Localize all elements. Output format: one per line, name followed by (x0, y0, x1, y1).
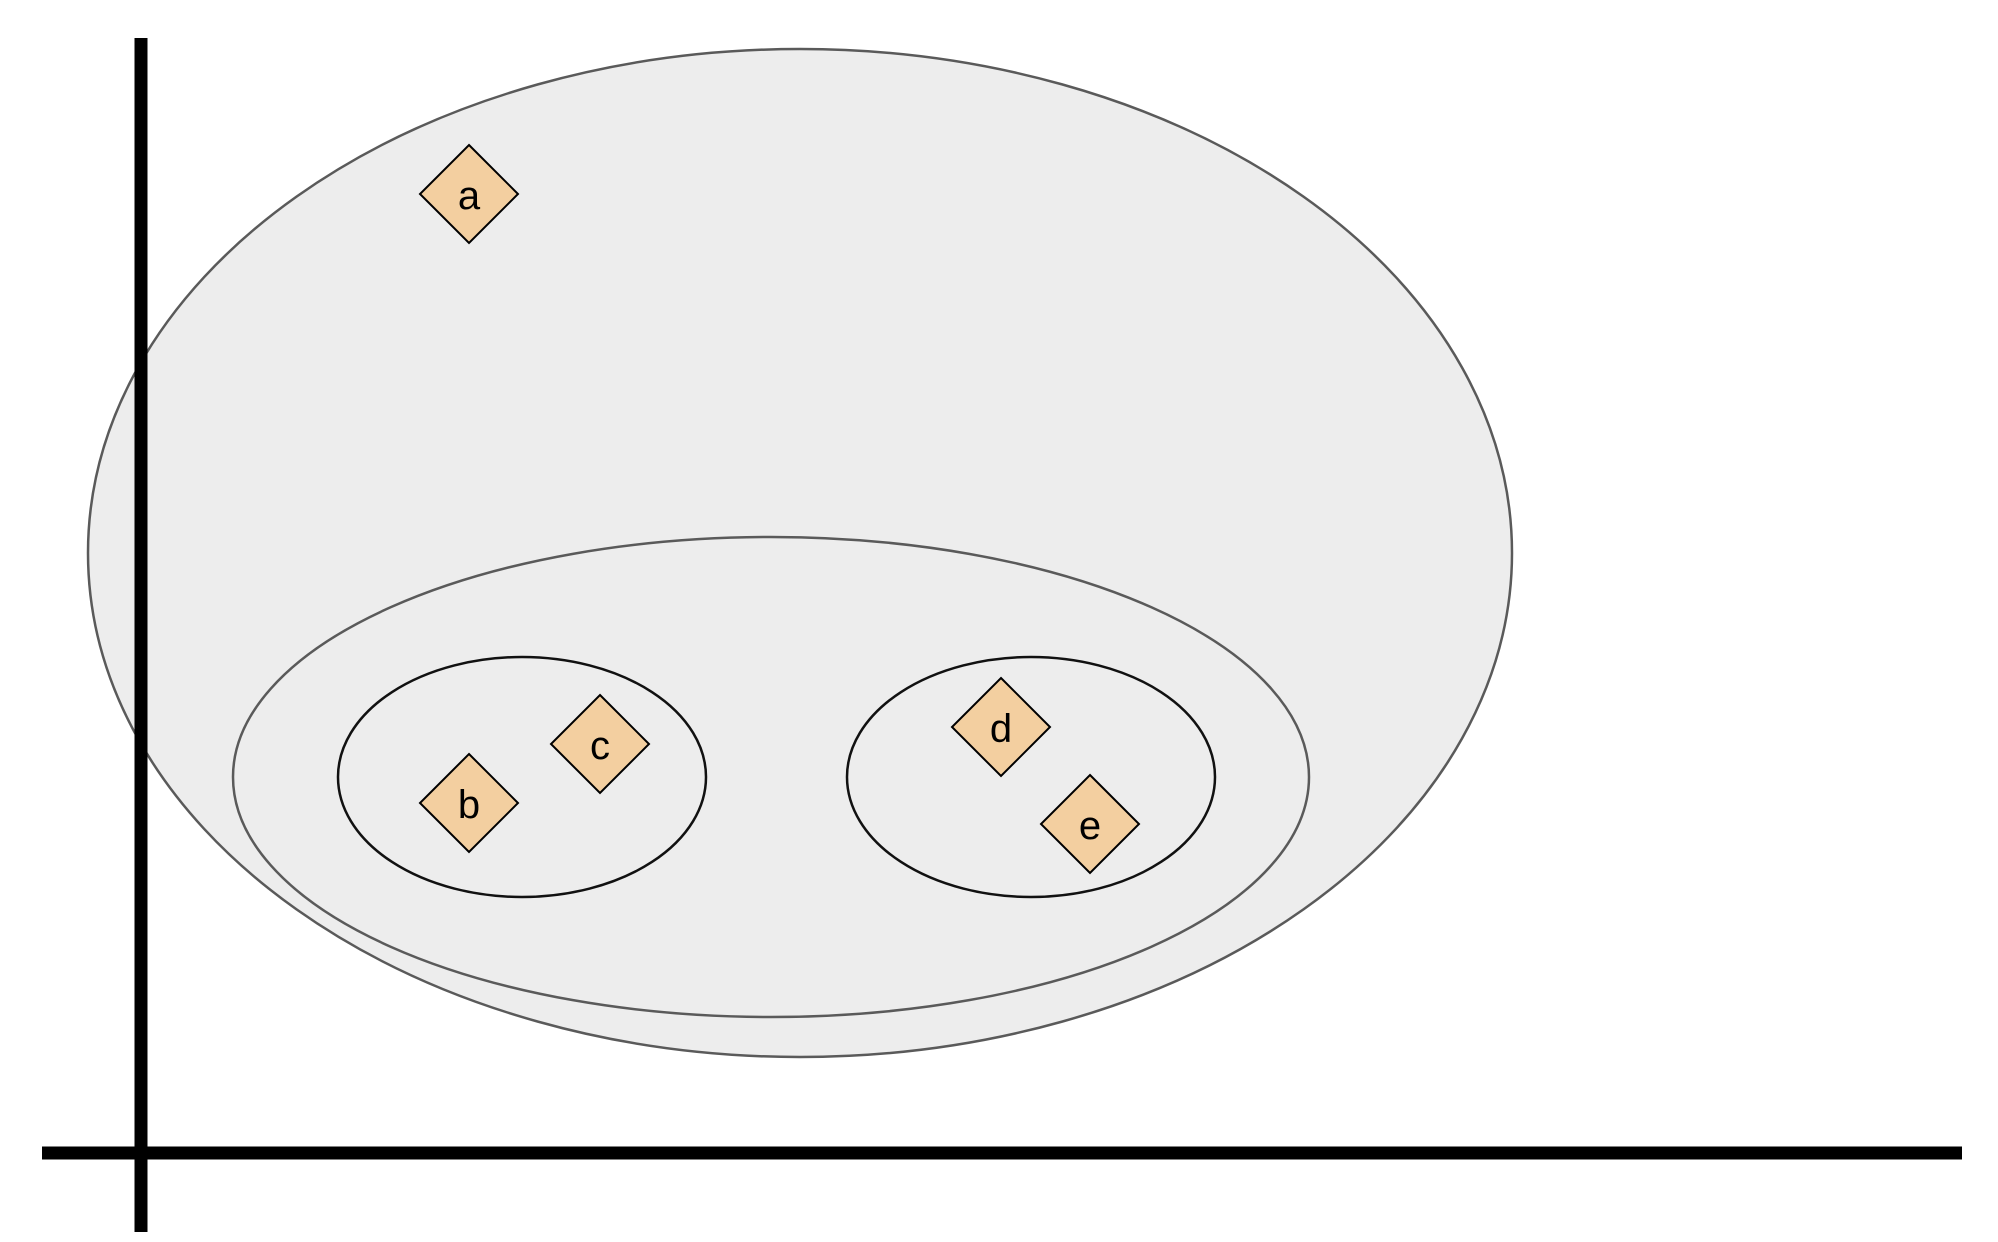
node-b-label: b (458, 783, 480, 827)
node-d-diamond (950, 676, 1052, 778)
node-a: a (418, 143, 520, 245)
node-b: b (418, 752, 520, 854)
node-c-label: c (590, 724, 610, 768)
cluster-right (845, 655, 1217, 899)
node-b-diamond (418, 752, 520, 854)
node-c: c (549, 693, 651, 795)
node-e-diamond (1039, 773, 1141, 875)
node-a-label: a (458, 174, 481, 218)
node-d-label: d (990, 707, 1012, 751)
node-e-label: e (1079, 804, 1101, 848)
cluster-left (336, 655, 708, 899)
cluster-middle (231, 535, 1311, 1019)
node-c-diamond (549, 693, 651, 795)
node-d: d (950, 676, 1052, 778)
node-e: e (1039, 773, 1141, 875)
node-a-diamond (418, 143, 520, 245)
